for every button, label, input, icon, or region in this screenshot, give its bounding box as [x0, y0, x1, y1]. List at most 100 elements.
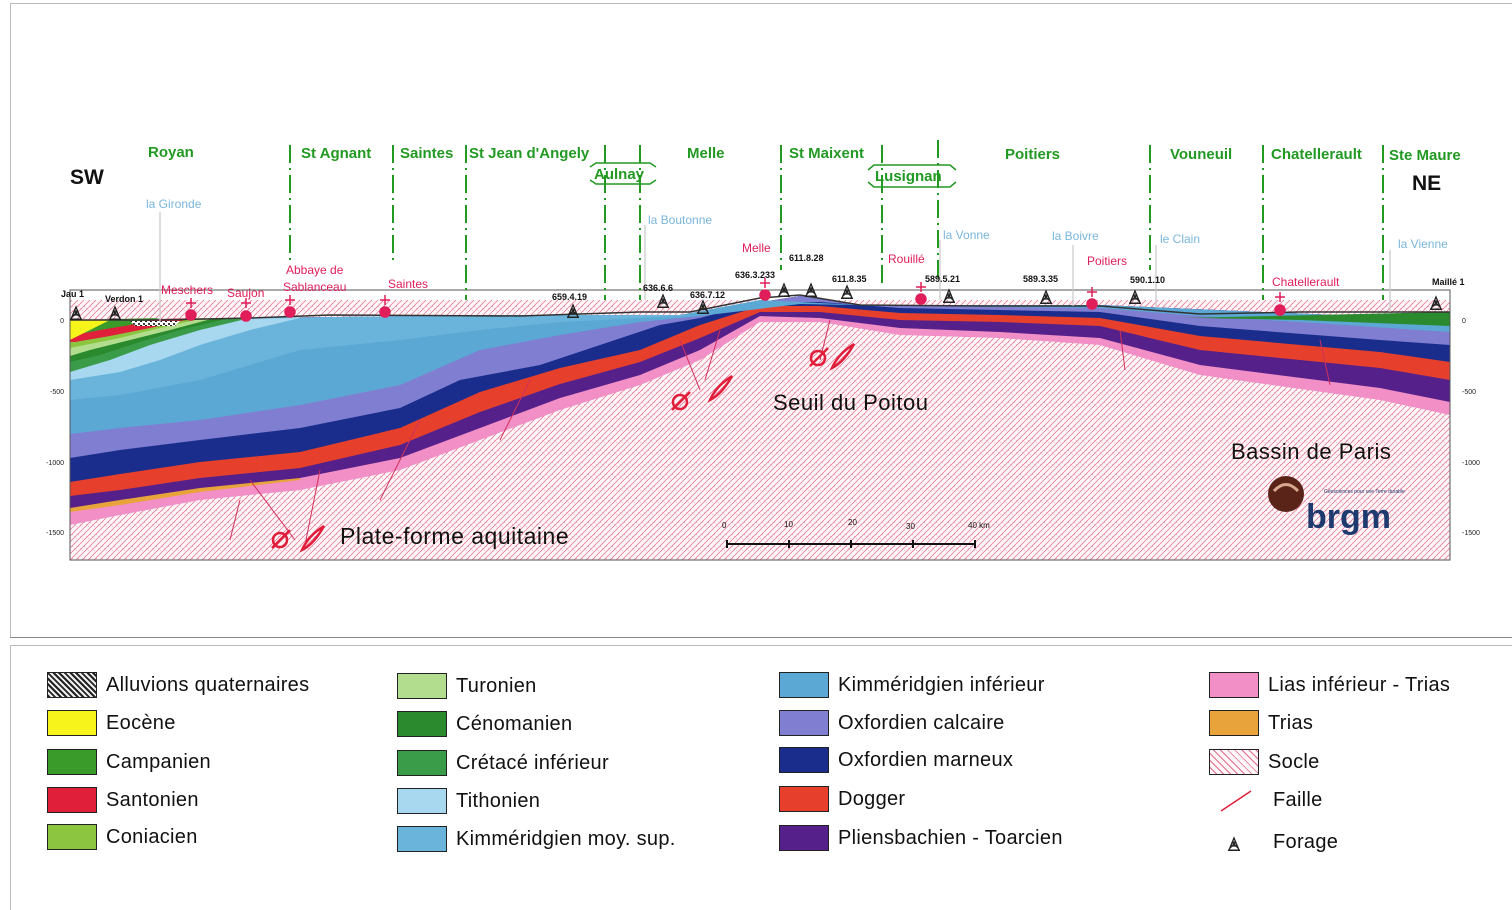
svg-text:0: 0	[1462, 318, 1466, 325]
swatch-oxfordien-calcaire	[779, 710, 829, 736]
legend-item-campanien: Campanien	[47, 748, 211, 776]
swatch-turonien	[397, 673, 447, 699]
svg-text:-1000: -1000	[46, 460, 64, 467]
region-bassin-de-paris: Bassin de Paris	[1231, 439, 1391, 464]
svg-text:10: 10	[784, 520, 793, 529]
site-chatellerault: Chatellerault	[1272, 275, 1340, 289]
swatch-cretace-inferieur	[397, 750, 447, 776]
site-saujon: Saujon	[227, 286, 264, 300]
site-labels: Meschers Saujon Abbaye de Sablanceau Sai…	[161, 241, 1340, 300]
well-labels: Jau 1 Verdon 1 659.4.19 636.6.6 636.7.12…	[61, 253, 1465, 304]
river-lines	[159, 212, 1391, 322]
river-gironde: la Gironde	[146, 197, 202, 211]
swatch-socle	[1209, 749, 1259, 775]
legend-item-kimmeridgien-moy-sup: Kimméridgien moy. sup.	[397, 825, 676, 853]
depth-axis-left: 0 -500 -1000 -1500	[46, 318, 64, 537]
town-ste-maure: Ste Maure	[1389, 147, 1461, 164]
swatch-cenomanien	[397, 711, 447, 737]
well-659-4-19: 659.4.19	[552, 292, 587, 302]
swatch-alluvions	[47, 672, 97, 698]
river-labels: la Gironde la Boutonne la Vonne la Boivr…	[146, 197, 1448, 251]
legend-item-coniacien: Coniacien	[47, 823, 198, 851]
legend-item-alluvions: Alluvions quaternaires	[47, 671, 309, 699]
region-seuil-du-poitou: Seuil du Poitou	[773, 390, 929, 415]
site-abbaye-2: Sablanceau	[283, 280, 346, 294]
swatch-lias-inferieur-trias	[1209, 672, 1259, 698]
well-verdon-1: Verdon 1	[105, 294, 143, 304]
legend-item-oxfordien-calcaire: Oxfordien calcaire	[779, 709, 1005, 737]
swatch-dogger	[779, 786, 829, 812]
legend-item-tithonien: Tithonien	[397, 787, 540, 815]
fault-lines	[229, 319, 1331, 546]
legend-item-lias-inferieur-trias: Lias inférieur - Trias	[1209, 671, 1450, 699]
town-saintes: Saintes	[400, 145, 453, 162]
scale-bar: 0 10 20 30 40 km	[722, 518, 990, 548]
well-maille-1: Maillé 1	[1432, 277, 1465, 287]
swatch-coniacien	[47, 824, 97, 850]
well-636-3-233: 636.3.233	[735, 270, 775, 280]
well-589-5-21: 589.5.21	[925, 274, 960, 284]
direction-sw: SW	[70, 166, 104, 189]
well-jau-1: Jau 1	[61, 289, 84, 299]
site-abbaye-1: Abbaye de	[286, 263, 344, 277]
legend-item-turonien: Turonien	[397, 672, 537, 700]
legend-item-kimmeridgien-inferieur: Kimméridgien inférieur	[779, 671, 1045, 699]
legend-item-socle: Socle	[1209, 748, 1320, 776]
derrick-icon	[1227, 837, 1241, 852]
legend-item-forage: Forage	[1209, 828, 1338, 856]
fault-symbols	[271, 342, 856, 553]
svg-text:-500: -500	[50, 389, 64, 396]
svg-text:0: 0	[60, 318, 64, 325]
section-border	[69, 289, 1451, 561]
legend-item-dogger: Dogger	[779, 785, 905, 813]
river-vonne: la Vonne	[943, 228, 990, 242]
swatch-eocene	[47, 710, 97, 736]
swatch-oxfordien-marneux	[779, 747, 829, 773]
town-melle: Melle	[687, 145, 725, 162]
svg-text:Géosciences pour une Terre dur: Géosciences pour une Terre durable	[1324, 489, 1405, 495]
legend-frame	[10, 645, 1512, 910]
direction-ne: NE	[1412, 172, 1441, 195]
legend-item-pliensbachien-toarcien: Pliensbachien - Toarcien	[779, 824, 1063, 852]
region-plate-forme-aquitaine: Plate-forme aquitaine	[340, 523, 569, 549]
town-lusignan: Lusignan	[875, 168, 942, 185]
geologic-cross-section: 0 -500 -1000 -1500 0 -500 -1000 -1500 SW…	[46, 140, 1480, 561]
town-boundaries	[289, 140, 1384, 300]
legend-item-cenomanien: Cénomanien	[397, 710, 572, 738]
well-636-6-6: 636.6.6	[643, 283, 673, 293]
swatch-campanien	[47, 749, 97, 775]
site-saintes: Saintes	[388, 277, 428, 291]
site-poitiers: Poitiers	[1087, 254, 1127, 268]
brgm-logo: brgm Géosciences pour une Terre durable	[1268, 476, 1405, 536]
legend-item-faille: Faille	[1209, 786, 1323, 814]
town-royan: Royan	[148, 144, 194, 161]
river-clain: le Clain	[1160, 232, 1200, 246]
well-590-1-10: 590.1.10	[1130, 275, 1165, 285]
town-st-maixent: St Maixent	[789, 145, 864, 162]
site-markers	[185, 278, 1286, 322]
swatch-santonien	[47, 787, 97, 813]
town-st-agnant: St Agnant	[301, 145, 371, 162]
site-rouille: Rouillé	[888, 252, 925, 266]
layer-eocene	[70, 320, 110, 340]
river-vienne: la Vienne	[1398, 237, 1448, 251]
svg-text:brgm: brgm	[1306, 498, 1391, 536]
depth-axis-right: 0 -500 -1000 -1500	[1462, 318, 1480, 537]
town-labels: Royan St Agnant Saintes St Jean d'Angely…	[148, 144, 1461, 185]
town-aulnay: Aulnay	[594, 166, 645, 183]
svg-text:30: 30	[906, 522, 915, 531]
swatch-pliensbachien-toarcien	[779, 825, 829, 851]
town-vouneuil: Vouneuil	[1170, 146, 1232, 163]
layer-alluvions	[130, 321, 180, 326]
svg-text:-500: -500	[1462, 389, 1476, 396]
svg-text:20: 20	[848, 518, 857, 527]
legend-item-oxfordien-marneux: Oxfordien marneux	[779, 746, 1013, 774]
site-meschers: Meschers	[161, 283, 213, 297]
legend-item-eocene: Eocène	[47, 709, 176, 737]
svg-text:-1500: -1500	[1462, 530, 1480, 537]
river-boivre: la Boivre	[1052, 229, 1099, 243]
svg-text:40 km: 40 km	[968, 521, 990, 530]
swatch-kimmeridgien-inferieur	[779, 672, 829, 698]
swatch-kimmeridgien-moy-sup	[397, 826, 447, 852]
well-589-3-35: 589.3.35	[1023, 274, 1058, 284]
